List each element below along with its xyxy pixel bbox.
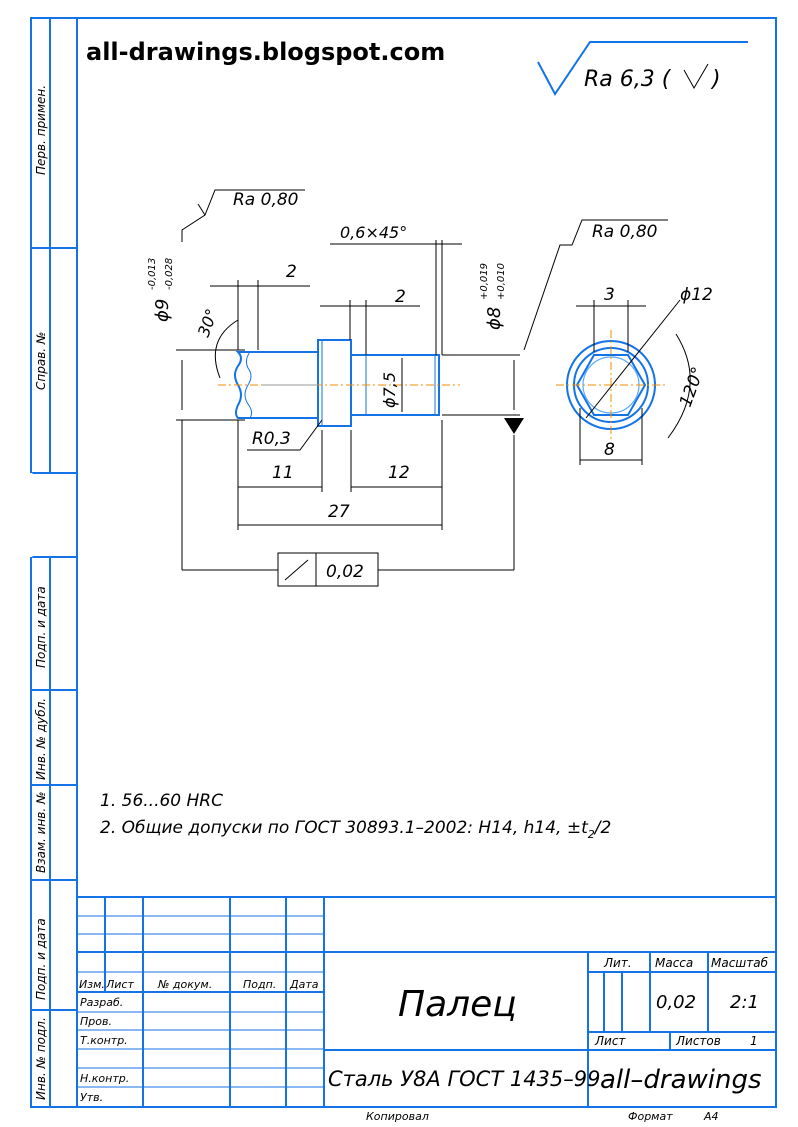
note-2: 2. Общие допуски по ГОСТ 30893.1–2002: H… [100,818,611,841]
general-roughness-text: Ra 6,3 ( [584,67,672,92]
diam12-text: ϕ12 [680,285,713,305]
dimension-texts: Ra 0,80 ϕ9 -0,013 -0,028 30° 2 0,6×45° 2… [147,190,658,582]
diam9-tol-low: -0,028 [164,258,175,290]
diam7-5-text: ϕ7,5 [380,372,399,408]
dim-2-left: 2 [286,262,297,282]
sheet-frame [29,17,777,1108]
tb-lit-label: Лит. [603,956,632,970]
tb-listov-label: Листов [675,1034,721,1048]
part-end-view: 3 ϕ12 120° 8 [556,285,713,465]
diam9-tol-up: -0,013 [147,258,158,290]
tb-role-t-kontr: Т.контр. [80,1034,128,1047]
dimension-lines [176,189,668,587]
general-roughness: Ra 6,3 ( ) [537,41,748,96]
tb-header-data: Дата [289,978,319,991]
tb-header-izm: Изм. [79,978,105,991]
part-side-view [218,339,460,427]
tb-header-podp: Подп. [243,978,276,991]
note-2-end: /2 [593,818,612,838]
tb-list-label: Лист [594,1034,626,1048]
tb-format-label: Формат [628,1110,673,1123]
diam8-text: ϕ8 [484,307,505,330]
ra-right-text: Ra 0,80 [592,222,658,242]
side-label-vzam-inv: Взам. инв. № [34,792,48,873]
tb-header-no-dokum: № докум. [157,978,212,991]
chamfer-text: 0,6×45° [340,223,407,242]
dim-3-text: 3 [604,285,615,305]
tb-masshtab-value: 2:1 [730,992,759,1013]
side-label-perv-primen: Перв. примен. [34,85,48,175]
dim-27: 27 [328,502,350,522]
note-2-sub: 2 [588,828,595,841]
side-label-sprav-no: Справ. № [34,332,48,390]
watermark-text: all-drawings.blogspot.com [86,38,445,66]
tb-massa-value: 0,02 [656,992,696,1013]
runout-text: 0,02 [326,562,364,582]
tb-role-prov: Пров. [80,1015,112,1028]
side-label-inv-dubl: Инв. № дубл. [34,698,48,780]
tb-organization: all–drawings [600,1065,762,1095]
general-roughness-close: ) [710,67,721,92]
technical-notes: 1. 56...60 HRC 2. Общие допуски по ГОСТ … [100,791,611,841]
tb-role-utv: Утв. [80,1091,103,1104]
watermark-box [80,36,542,72]
tb-part-name: Палец [398,984,517,1025]
note-1: 1. 56...60 HRC [100,791,223,811]
dim-12: 12 [388,463,410,483]
side-label-inv-podl: Инв. № подл. [34,1017,48,1100]
side-labels: Перв. примен. Справ. № Подп. и дата Инв.… [34,85,48,1100]
note-2-main: 2. Общие допуски по ГОСТ 30893.1–2002: H… [100,818,589,838]
tb-role-n-kontr: Н.контр. [80,1072,129,1085]
side-label-podp-data-1: Подп. и дата [34,586,48,668]
dim-2-right: 2 [395,287,406,307]
side-label-podp-data-2: Подп. и дата [34,918,48,1000]
diam9-text: ϕ9 [152,299,173,322]
tb-header-list: Лист [105,978,134,991]
tb-format-value: А4 [703,1110,719,1123]
tb-kopiroval: Копировал [366,1110,429,1123]
angle30-text: 30° [194,306,222,339]
title-block: Изм. Лист № докум. Подп. Дата Разраб. Пр… [77,896,776,1123]
tb-role-razrab: Разраб. [80,996,123,1009]
r03-text: R0,3 [252,429,291,449]
angle120-text: 120° [676,364,709,409]
diam8-tol-low: +0,010 [496,263,507,300]
dim-8-text: 8 [604,440,615,460]
tb-material: Сталь У8А ГОСТ 1435–99 [328,1067,601,1091]
diam8-tol-up: +0,019 [479,263,490,300]
tb-masshtab-label: Масштаб [711,956,769,970]
tb-listov-value: 1 [750,1034,758,1048]
tb-massa-label: Масса [655,956,693,970]
dim-11: 11 [272,463,294,483]
ra-left-text: Ra 0,80 [233,190,299,210]
